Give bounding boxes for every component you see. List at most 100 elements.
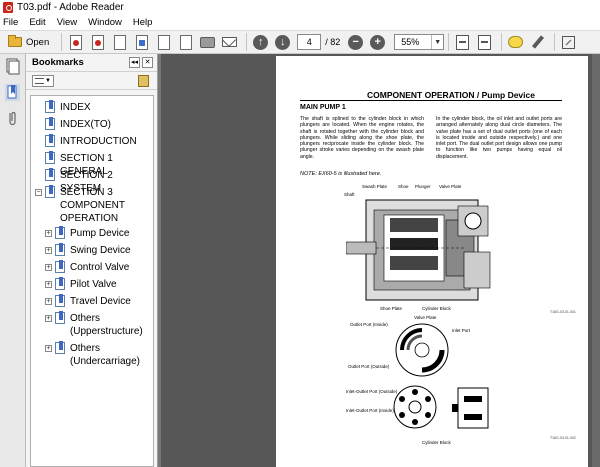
collapse-toggle[interactable]: − (35, 189, 42, 196)
title-bar: T03.pdf - Adobe Reader (0, 0, 600, 14)
print-button[interactable] (198, 33, 217, 52)
zoom-select[interactable]: 55% ▼ (394, 34, 445, 50)
bookmark-icon (45, 151, 55, 164)
bookmark-label: Pilot Valve (70, 279, 117, 290)
bookmark-item[interactable]: SECTION 2 SYSTEM (45, 168, 153, 195)
menu-window[interactable]: Window (88, 16, 122, 28)
close-icon: ✕ (144, 59, 151, 66)
open-label: Open (26, 36, 50, 48)
collapse-panel-button[interactable]: ◂◂ (129, 57, 140, 68)
pdf-page: COMPONENT OPERATION / Pump Device MAIN P… (276, 56, 588, 467)
expand-toggle[interactable]: + (45, 315, 52, 322)
label-valve-plate: Valve Plate (439, 184, 462, 189)
expand-toggle[interactable]: + (45, 281, 52, 288)
bookmark-icon (45, 117, 55, 130)
bookmark-label: INDEX(TO) (60, 119, 111, 130)
fit-page-button[interactable] (453, 33, 472, 52)
bookmarks-panel-header: Bookmarks ◂◂ ✕ (26, 54, 157, 72)
find-bookmark-icon[interactable] (138, 75, 149, 87)
bookmarks-title: Bookmarks (32, 57, 84, 68)
body-column-1: The shaft is splined to the cylinder blo… (300, 116, 424, 160)
label-inlet-port: Inlet Port (452, 328, 471, 333)
toolbar: Open ↑ ↓ 4 / 82 − + 55% ▼ (0, 30, 600, 54)
fit-width-button[interactable] (475, 33, 494, 52)
bookmark-item[interactable]: +Travel Device (45, 294, 131, 308)
menu-edit[interactable]: Edit (29, 16, 46, 28)
save-button[interactable] (176, 33, 195, 52)
expand-toggle[interactable]: + (45, 264, 52, 271)
bookmarks-icon[interactable] (5, 84, 20, 101)
combine-button[interactable] (88, 33, 107, 52)
bookmark-item[interactable]: + Swing Device (45, 243, 131, 257)
bookmark-label: INTRODUCTION (60, 136, 137, 147)
printer-icon (200, 36, 216, 48)
menu-file[interactable]: File (3, 16, 19, 28)
header-rule (300, 100, 562, 101)
note-text: NOTE: EX60-5 is illustrated here. (300, 171, 382, 177)
menu-help[interactable]: Help (132, 16, 153, 28)
pump-cross-section-diagram (346, 199, 491, 301)
pages-icon[interactable] (5, 58, 20, 75)
bookmark-item[interactable]: INDEX (45, 100, 91, 114)
label-shoe-plate: Shoe Plate (380, 306, 403, 311)
highlight-button[interactable] (528, 33, 547, 52)
body-column-2: In the cylinder block, the oil inlet and… (436, 116, 562, 160)
expand-toggle[interactable]: + (45, 298, 52, 305)
zoom-value: 55% (401, 37, 420, 47)
full-screen-button[interactable] (559, 33, 578, 52)
arrow-up-icon: ↑ (253, 34, 269, 50)
page-number-input[interactable]: 4 (297, 34, 322, 50)
label-plunger: Plunger (415, 184, 431, 189)
combine-icon (91, 34, 104, 50)
expand-toggle[interactable]: + (45, 230, 52, 237)
previous-page-button[interactable]: ↑ (251, 33, 270, 52)
expand-toggle[interactable]: + (45, 345, 52, 352)
cylinder-block-side-diagram (452, 387, 489, 429)
toolbar-divider (554, 33, 556, 51)
bookmark-item[interactable]: SECTION 1 GENERAL (45, 151, 153, 178)
arrow-down-icon: ↓ (275, 34, 291, 50)
label-shoe: Shoe (398, 184, 409, 189)
bookmark-label: Swing Device (70, 245, 131, 256)
bookmark-item[interactable]: +Others (Undercarriage) (45, 341, 149, 368)
zoom-out-button[interactable]: − (346, 33, 365, 52)
plus-icon: + (370, 34, 386, 50)
bookmark-item[interactable]: +Others (Upperstructure) (45, 311, 149, 338)
double-chevron-left-icon: ◂◂ (130, 59, 139, 66)
bookmark-item[interactable]: INTRODUCTION (45, 134, 137, 148)
edit-button[interactable] (110, 33, 129, 52)
expand-toggle[interactable]: + (45, 247, 52, 254)
next-page-button[interactable]: ↓ (273, 33, 292, 52)
bookmark-icon (45, 134, 55, 147)
bookmark-item-section3[interactable]: −SECTION 3 COMPONENT OPERATION (35, 185, 143, 225)
close-panel-button[interactable]: ✕ (142, 57, 153, 68)
window-title: T03.pdf - Adobe Reader (17, 1, 124, 13)
bookmark-icon (45, 100, 55, 113)
panel-splitter[interactable] (158, 54, 161, 467)
label-shaft: Shaft (344, 192, 355, 197)
figure-id: T16G-03-01-001 (550, 310, 576, 314)
share-button[interactable] (154, 33, 173, 52)
zoom-in-button[interactable]: + (368, 33, 387, 52)
label-outlet-inside: Outlet Port (Inside) (350, 322, 388, 327)
bookmark-item[interactable]: +Pump Device (45, 226, 129, 240)
label-io-outside: Inlet-Outlet Port (Outside) (346, 389, 398, 394)
bookmark-item[interactable]: INDEX(TO) (45, 117, 111, 131)
bookmark-item[interactable]: +Control Valve (45, 260, 129, 274)
cylinder-block-diagram (393, 385, 437, 429)
upload-button[interactable] (132, 33, 151, 52)
list-icon (35, 77, 44, 84)
attachments-icon[interactable] (5, 110, 20, 127)
bookmark-icon (55, 260, 65, 273)
create-pdf-button[interactable] (66, 33, 85, 52)
bookmark-icon (45, 168, 55, 181)
bookmark-item[interactable]: + Pilot Valve (45, 277, 117, 291)
page-count: / 82 (325, 37, 341, 47)
menu-view[interactable]: View (56, 16, 78, 28)
vertical-scrollbar[interactable] (592, 54, 600, 467)
bookmarks-toolbar: ▼ (26, 72, 157, 90)
comment-button[interactable] (506, 33, 525, 52)
email-button[interactable] (220, 33, 239, 52)
options-menu-button[interactable]: ▼ (32, 74, 54, 87)
open-button[interactable]: Open (4, 33, 53, 52)
